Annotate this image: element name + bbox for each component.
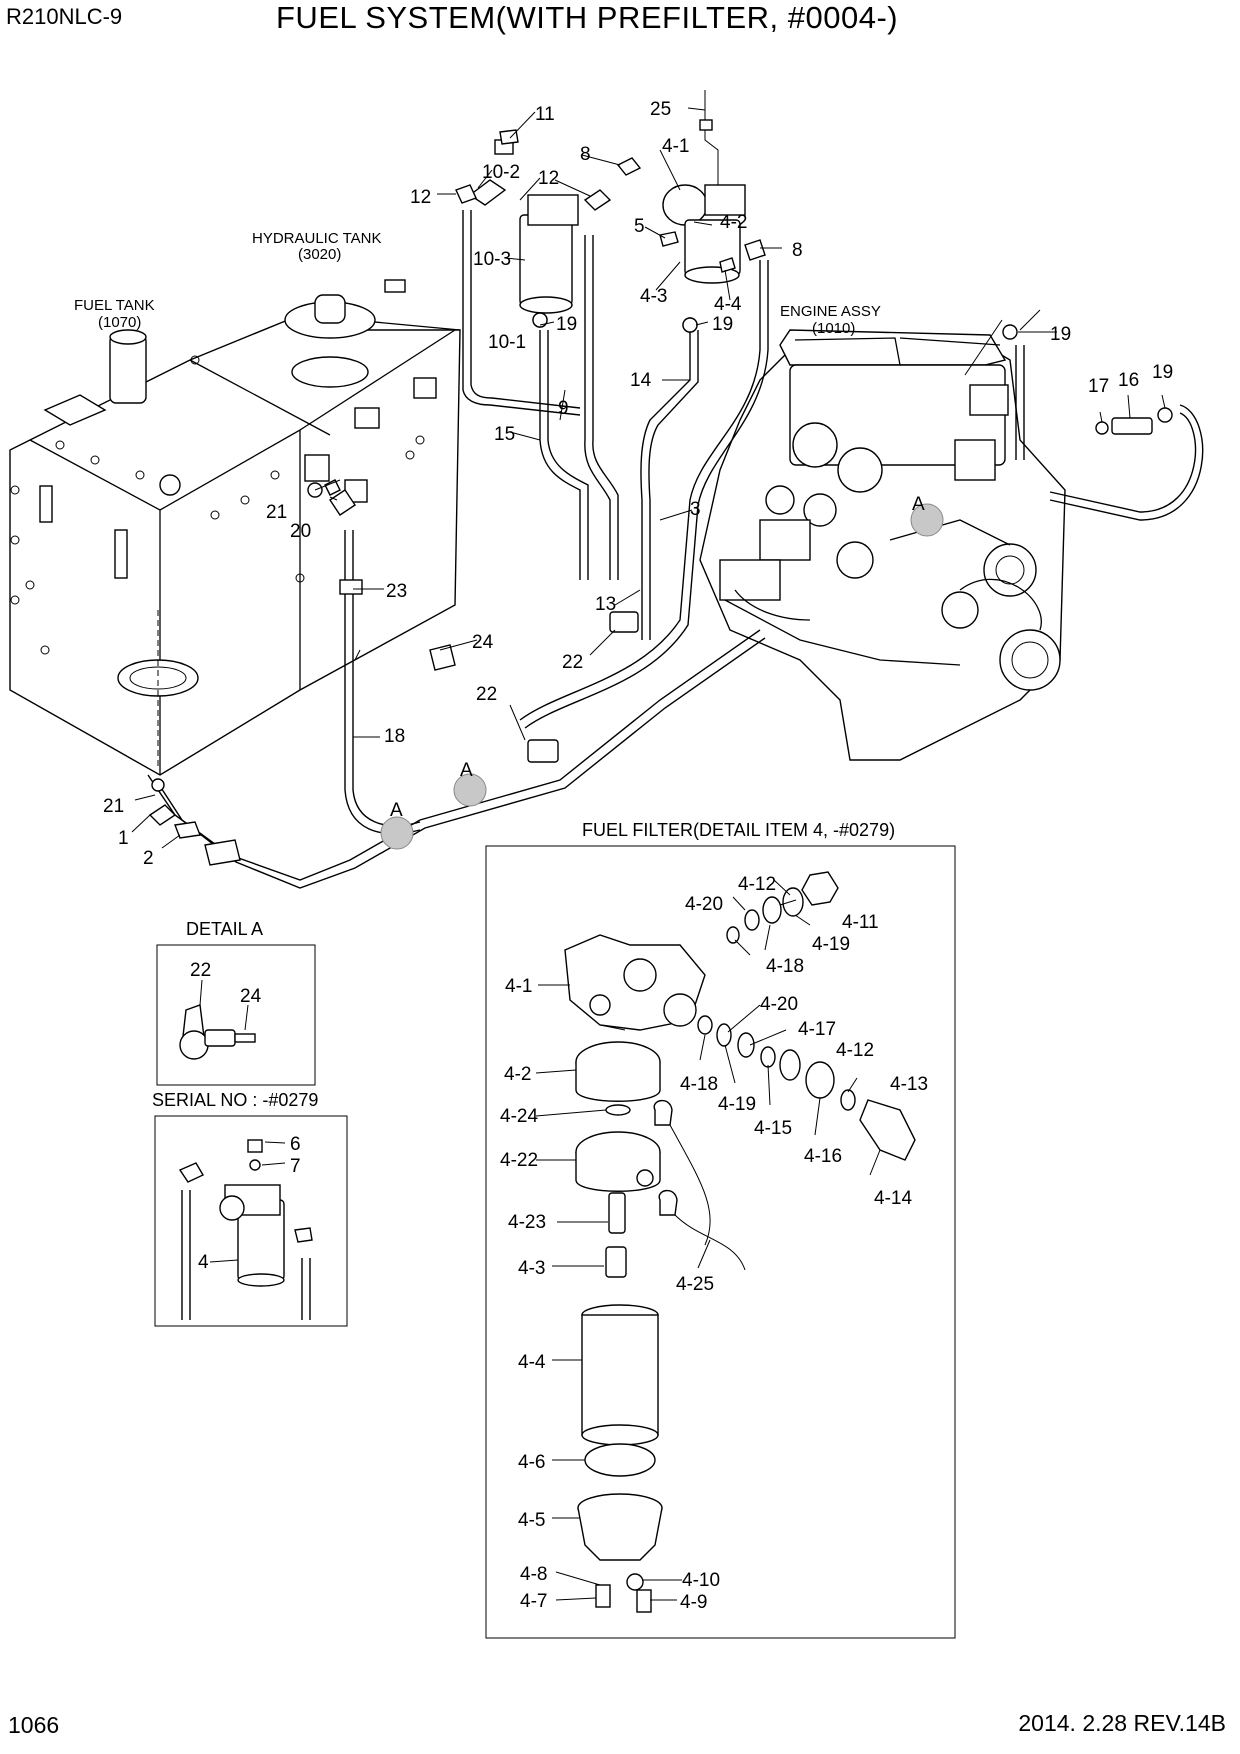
ff-callout-4-22: 4-22 xyxy=(500,1150,538,1171)
ff-callout-4-10: 4-10 xyxy=(682,1570,720,1591)
serial-callout-6: 6 xyxy=(290,1134,301,1155)
ff-callout-4-6: 4-6 xyxy=(518,1452,545,1473)
callout-5: 5 xyxy=(634,216,645,237)
ff-callout-4-5: 4-5 xyxy=(518,1510,545,1531)
ff-callout-4-11: 4-11 xyxy=(842,912,879,933)
ff-callout-4-3: 4-3 xyxy=(518,1258,545,1279)
callout-19-a: 19 xyxy=(556,314,577,335)
serial-callout-7: 7 xyxy=(290,1156,301,1177)
revision-date: 2014. 2.28 REV.14B xyxy=(1018,1710,1226,1736)
ff-callout-4-18-a: 4-18 xyxy=(766,956,804,977)
main-callouts: 11 25 10-2 12 12 8 4-1 5 4-2 8 10-3 4-3 … xyxy=(103,99,1173,869)
fittings xyxy=(148,129,1173,866)
fuel-filter-callouts: 4-12 4-20 4-11 4-19 4-18 4-1 4-20 4-17 4… xyxy=(500,874,928,1613)
callout-15: 15 xyxy=(494,424,515,445)
ff-callout-4-12-b: 4-12 xyxy=(836,1040,874,1061)
callout-8-b: 8 xyxy=(792,240,803,261)
model-code: R210NLC-9 xyxy=(6,4,123,29)
callout-4-2-main: 4-2 xyxy=(720,212,747,233)
callout-4-1-main: 4-1 xyxy=(662,136,689,157)
callout-24: 24 xyxy=(472,632,494,653)
fuel-filter-detail-title: FUEL FILTER(DETAIL ITEM 4, -#0279) xyxy=(582,820,895,840)
callout-leaders xyxy=(131,107,1166,849)
serial-detail-title: SERIAL NO : -#0279 xyxy=(152,1090,318,1110)
caption-hydraulic-tank-ref: (3020) xyxy=(298,246,341,263)
tank-assembly xyxy=(9,279,461,776)
callout-4-3-main: 4-3 xyxy=(640,286,667,307)
serial-detail-panel: SERIAL NO : -#0279 4 6 7 xyxy=(152,1090,348,1327)
ff-callout-4-9: 4-9 xyxy=(680,1592,707,1613)
ff-callout-4-20-a: 4-20 xyxy=(685,894,723,915)
callout-mark-a-3: A xyxy=(912,494,925,515)
fuel-filter-detail-panel: FUEL FILTER(DETAIL ITEM 4, -#0279) xyxy=(485,820,956,1639)
ff-callout-4-24: 4-24 xyxy=(500,1106,538,1127)
callout-4-4-main: 4-4 xyxy=(714,294,742,315)
callout-19-b: 19 xyxy=(712,314,733,335)
engine-assembly xyxy=(699,329,1066,761)
caption-fuel-tank-ref: (1070) xyxy=(98,314,141,331)
callout-17: 17 xyxy=(1088,376,1109,397)
ff-callout-4-17: 4-17 xyxy=(798,1019,836,1040)
callout-19-d: 19 xyxy=(1152,362,1173,383)
caption-hydraulic-tank: HYDRAULIC TANK xyxy=(252,230,381,247)
callout-22-b: 22 xyxy=(476,684,497,705)
callout-16: 16 xyxy=(1118,370,1139,391)
ff-callout-4-4: 4-4 xyxy=(518,1352,546,1373)
callout-13: 13 xyxy=(595,594,616,615)
callout-11: 11 xyxy=(535,104,555,125)
callout-21-a: 21 xyxy=(266,502,287,523)
main-filter-assembly xyxy=(659,90,766,333)
page-title: FUEL SYSTEM(WITH PREFILTER, #0004-) xyxy=(276,0,899,35)
callout-19-c: 19 xyxy=(1050,324,1071,345)
callout-12-a: 12 xyxy=(410,187,431,208)
callout-10-1: 10-1 xyxy=(488,332,526,353)
ff-callout-4-2: 4-2 xyxy=(504,1064,531,1085)
callout-10-2: 10-2 xyxy=(482,162,520,183)
caption-fuel-tank: FUEL TANK xyxy=(74,297,155,314)
callout-14: 14 xyxy=(630,370,652,391)
ff-callout-4-23: 4-23 xyxy=(508,1212,546,1233)
callout-12-b: 12 xyxy=(538,168,559,189)
ff-callout-4-25: 4-25 xyxy=(676,1274,714,1295)
callout-22-a: 22 xyxy=(562,652,583,673)
ff-callout-4-12-a: 4-12 xyxy=(738,874,776,895)
ff-callout-4-19-a: 4-19 xyxy=(812,934,850,955)
callout-mark-a-2: A xyxy=(390,800,403,821)
ff-callout-4-1: 4-1 xyxy=(505,976,532,997)
callout-25: 25 xyxy=(650,99,671,120)
ff-callout-4-18-b: 4-18 xyxy=(680,1074,718,1095)
callout-mark-a-1: A xyxy=(460,760,473,781)
page-number: 1066 xyxy=(8,1712,60,1738)
callout-9: 9 xyxy=(558,398,569,419)
callout-23: 23 xyxy=(386,581,407,602)
caption-engine: ENGINE ASSY xyxy=(780,303,881,320)
callout-1: 1 xyxy=(118,828,129,849)
callout-20: 20 xyxy=(290,521,311,542)
ff-callout-4-7: 4-7 xyxy=(520,1591,547,1612)
callout-18: 18 xyxy=(384,726,405,747)
ff-callout-4-8: 4-8 xyxy=(520,1564,547,1585)
callout-8-a: 8 xyxy=(580,144,591,165)
ff-callout-4-13: 4-13 xyxy=(890,1074,928,1095)
ff-callout-4-15: 4-15 xyxy=(754,1118,792,1139)
serial-callout-4: 4 xyxy=(198,1252,209,1273)
detail-a-title: DETAIL A xyxy=(186,919,263,939)
fuel-filter-leaders xyxy=(535,879,881,1601)
callout-21-b: 21 xyxy=(103,796,124,817)
detail-a-panel: DETAIL A 22 24 xyxy=(156,919,316,1086)
ff-callout-4-19-b: 4-19 xyxy=(718,1094,756,1115)
detail-a-callout-22: 22 xyxy=(190,960,211,981)
ff-callout-4-16: 4-16 xyxy=(804,1146,842,1167)
ff-callout-4-14: 4-14 xyxy=(874,1188,912,1209)
prefilter-assembly xyxy=(468,139,579,328)
ff-callout-4-20-b: 4-20 xyxy=(760,994,798,1015)
callout-2: 2 xyxy=(143,848,154,869)
detail-a-markers xyxy=(380,503,944,850)
caption-engine-ref: (1010) xyxy=(812,320,855,337)
callout-10-3: 10-3 xyxy=(473,249,511,270)
callout-3: 3 xyxy=(690,499,701,520)
assembly-captions: FUEL TANK (1070) HYDRAULIC TANK (3020) E… xyxy=(74,230,881,337)
detail-a-callout-24: 24 xyxy=(240,986,262,1007)
